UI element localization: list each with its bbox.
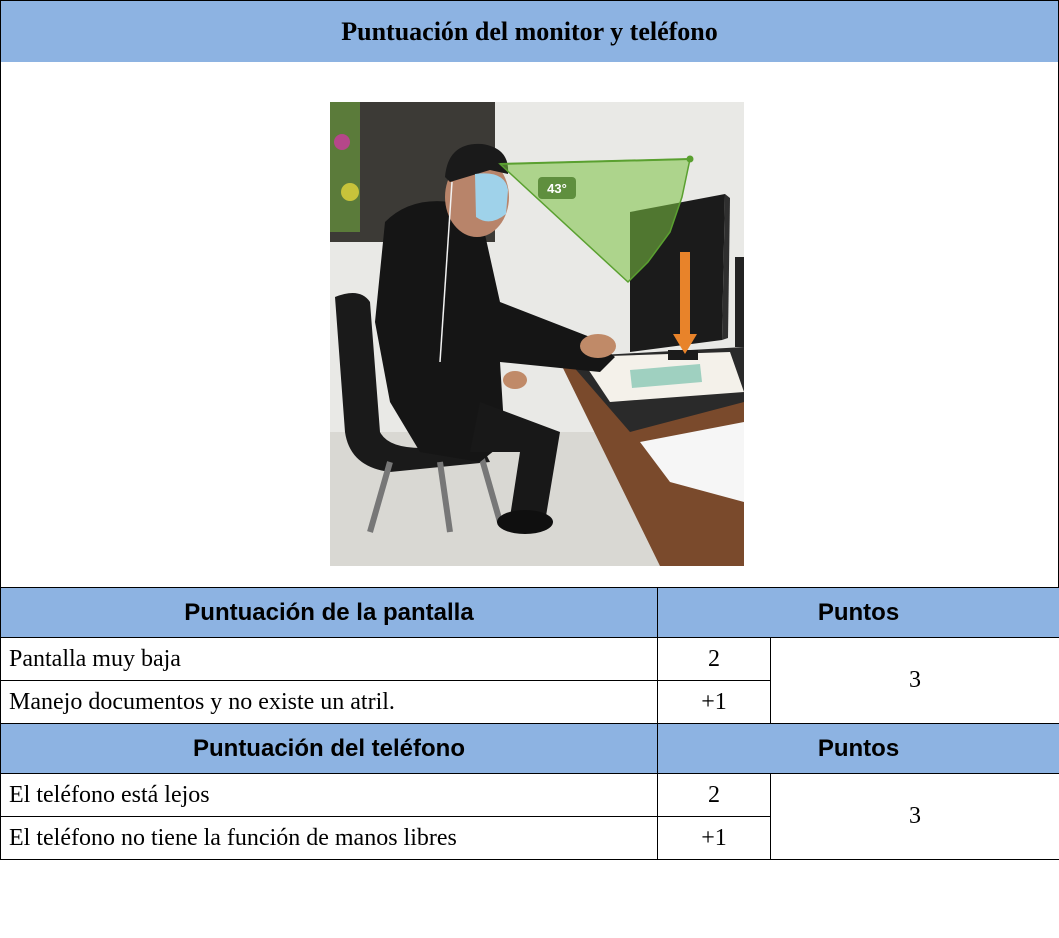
phone-row-label: El teléfono está lejos xyxy=(0,773,658,817)
phone-header-row: Puntuación del teléfono Puntos xyxy=(0,723,1059,774)
score-table: Puntuación de la pantalla Puntos Pantall… xyxy=(0,587,1059,938)
phone-section-header: Puntuación del teléfono xyxy=(0,723,658,774)
phone-row-label: El teléfono no tiene la función de manos… xyxy=(0,816,658,860)
title-text: Puntuación del monitor y teléfono xyxy=(341,16,718,46)
screen-points-header: Puntos xyxy=(656,587,1059,638)
angle-label: 43° xyxy=(547,181,567,196)
screen-total: 3 xyxy=(769,637,1059,724)
phone-points-header: Puntos xyxy=(656,723,1059,774)
table-row: El teléfono no tiene la función de manos… xyxy=(0,816,1059,860)
page-title: Puntuación del monitor y teléfono xyxy=(0,0,1059,63)
posture-photo: 43° xyxy=(330,102,744,566)
screen-row-label: Pantalla muy baja xyxy=(0,637,658,681)
phone-row-points: +1 xyxy=(657,816,771,860)
screen-header-row: Puntuación de la pantalla Puntos xyxy=(0,587,1059,638)
photo-cell: 43° xyxy=(0,62,1059,587)
phone-row-points: 2 xyxy=(657,773,771,817)
screen-section-header: Puntuación de la pantalla xyxy=(0,587,658,638)
screen-row-points: +1 xyxy=(657,680,771,724)
table-row: El teléfono está lejos 2 3 xyxy=(0,773,1059,860)
screen-row-points: 2 xyxy=(657,637,771,681)
screen-row-label: Manejo documentos y no existe un atril. xyxy=(0,680,658,724)
table-row: Pantalla muy baja 2 3 xyxy=(0,637,1059,724)
phone-total: 3 xyxy=(769,773,1059,860)
